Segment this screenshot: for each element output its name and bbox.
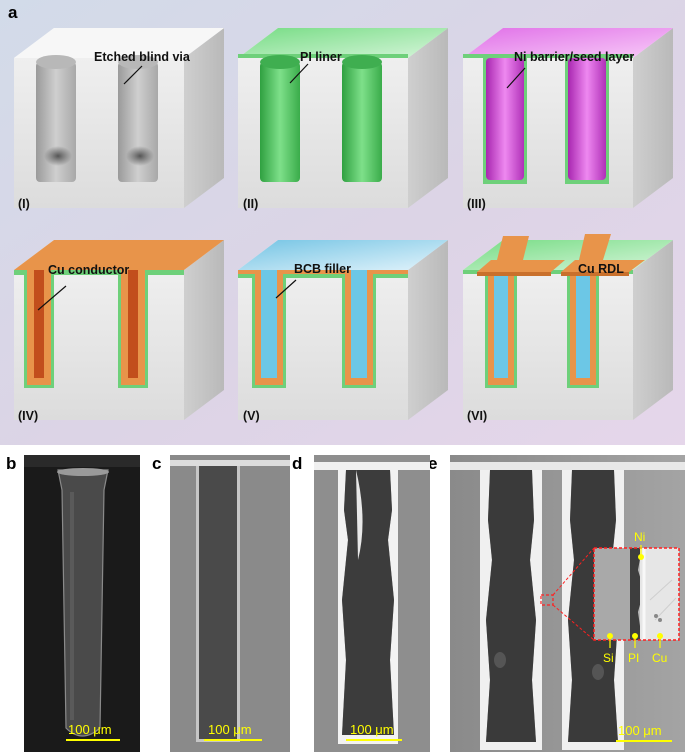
block-cu-conductor: [14, 240, 224, 420]
panel-d-label: d: [292, 454, 302, 473]
callout-bcb-filler: BCB filler: [294, 262, 351, 276]
callout-cu-rdl: Cu RDL: [578, 262, 624, 276]
step-label-4: (IV): [18, 409, 38, 423]
block-etched-via: [14, 28, 224, 208]
panel-e-label: e: [428, 454, 437, 473]
label-ni: Ni: [634, 530, 645, 544]
callout-etched-via: Etched blind via: [94, 50, 191, 64]
callout-pi-liner: PI liner: [300, 50, 342, 64]
block-pi-liner: [238, 28, 448, 208]
step-label-6: (VI): [467, 409, 487, 423]
panel-b-label: b: [6, 454, 16, 473]
pi-marker: [632, 633, 638, 639]
zoom-marker: [540, 594, 554, 606]
label-si: Si: [603, 651, 614, 665]
scale-label-d: 100 μm: [350, 722, 394, 737]
block-cu-rdl: [463, 234, 673, 420]
label-cu: Cu: [652, 651, 667, 665]
step-label-2: (II): [243, 197, 258, 211]
scale-label-b: 100 μm: [68, 722, 112, 737]
callout-ni-seed: Ni barrier/seed layer: [514, 50, 634, 64]
si-marker: [607, 633, 613, 639]
sem-panel-b: 100 μm: [24, 455, 140, 752]
sem-panel-e: Ni Si PI Cu 100 μm: [450, 455, 685, 752]
scale-label-e: 100 μm: [618, 723, 662, 738]
label-pi: PI: [628, 651, 639, 665]
step-label-1: (I): [18, 197, 30, 211]
cu-marker: [657, 633, 663, 639]
callout-cu-conductor: Cu conductor: [48, 263, 129, 277]
step-label-5: (V): [243, 409, 260, 423]
sem-panel-c: 100 μm: [170, 455, 290, 752]
scale-label-c: 100 μm: [208, 722, 252, 737]
ni-marker: [638, 554, 644, 560]
sem-panel-d: 100 μm: [314, 455, 430, 752]
step-label-3: (III): [467, 197, 486, 211]
panel-c-label: c: [152, 454, 161, 473]
block-bcb-filler: [238, 240, 448, 420]
block-ni-seed: [463, 28, 673, 208]
panel-a-label: a: [8, 3, 18, 22]
inset-zoom: [593, 545, 680, 648]
